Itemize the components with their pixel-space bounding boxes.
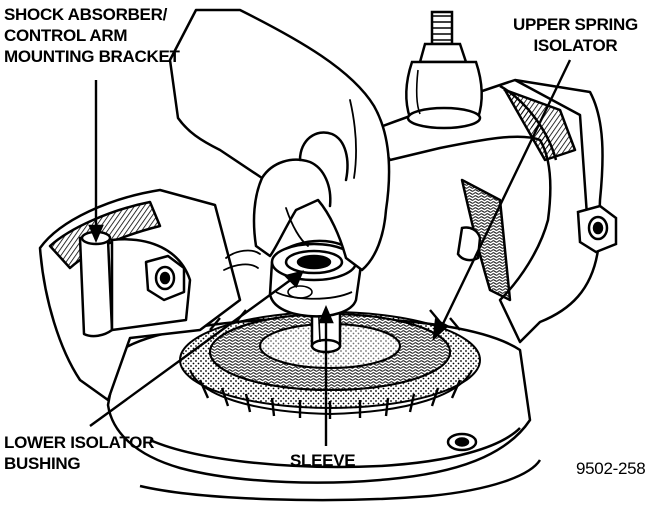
arm-pivot-bolt xyxy=(456,204,618,262)
shock-absorber-mounting-bracket xyxy=(38,188,242,402)
label-line: UPPER SPRING xyxy=(513,15,638,34)
lower-isolator-bushing xyxy=(268,239,362,318)
label-line: LOWER ISOLATOR xyxy=(4,433,155,452)
label-line: SHOCK ABSORBER/ xyxy=(4,5,167,24)
leader-lines xyxy=(88,59,572,446)
ball-joint xyxy=(405,10,483,130)
lower-isolator-bushing-label: LOWER ISOLATOR BUSHING xyxy=(4,432,154,474)
shock-absorber-bracket-label: SHOCK ABSORBER/ CONTROL ARM MOUNTING BRA… xyxy=(4,4,180,67)
label-line: MOUNTING BRACKET xyxy=(4,47,180,66)
upper-spring-isolator-label: UPPER SPRING ISOLATOR xyxy=(513,14,638,56)
sleeve-label: SLEEVE xyxy=(290,450,356,471)
label-line: CONTROL ARM xyxy=(4,26,128,45)
label-line: SLEEVE xyxy=(290,451,356,470)
label-line: 9502-258 xyxy=(576,459,646,478)
label-line: ISOLATOR xyxy=(533,36,618,55)
figure-number: 9502-258 xyxy=(576,458,646,479)
upper-control-arm xyxy=(370,78,604,344)
label-line: BUSHING xyxy=(4,454,81,473)
technician-hand xyxy=(168,8,391,272)
